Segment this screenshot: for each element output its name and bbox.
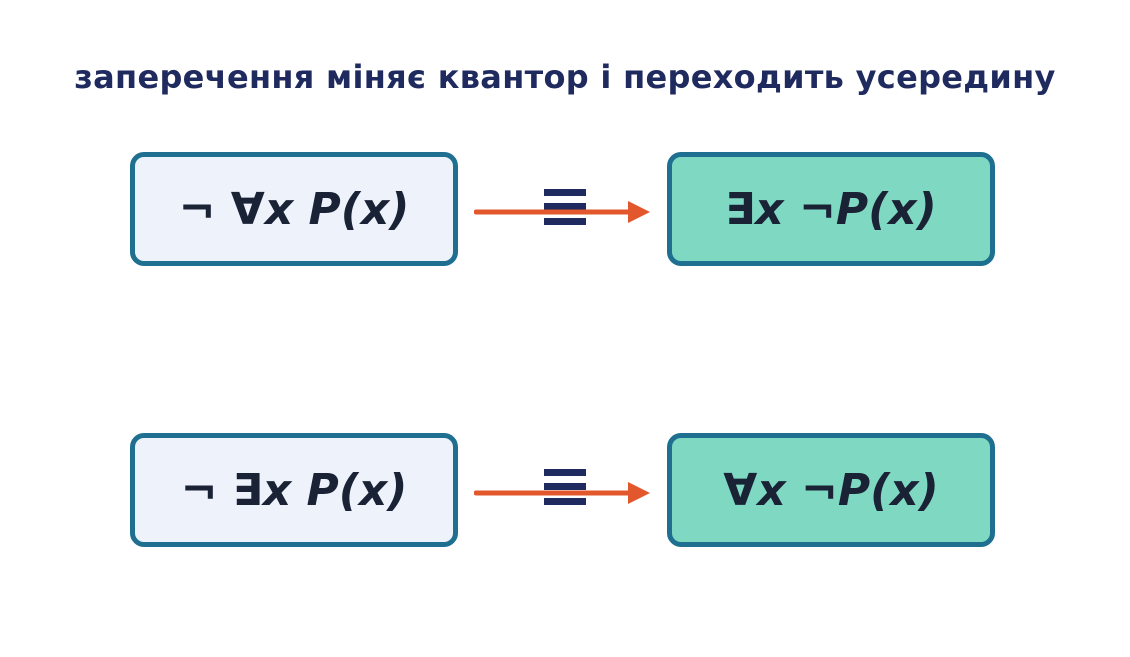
arrow-2 (474, 482, 650, 504)
right-formula-box-2: ∀x ¬P(x) (667, 433, 995, 547)
arrow-1 (474, 201, 650, 223)
diagram-title: заперечення міняє квантор і переходить у… (74, 58, 1056, 96)
left-formula-box-1: ¬ ∀x P(x) (130, 152, 458, 266)
left-formula-2: ¬ ∃x P(x) (180, 464, 408, 516)
right-formula-box-1: ∃x ¬P(x) (667, 152, 995, 266)
left-formula-box-2: ¬ ∃x P(x) (130, 433, 458, 547)
left-formula-1: ¬ ∀x P(x) (178, 183, 410, 235)
right-formula-1: ∃x ¬P(x) (725, 183, 937, 235)
right-formula-2: ∀x ¬P(x) (723, 464, 939, 516)
